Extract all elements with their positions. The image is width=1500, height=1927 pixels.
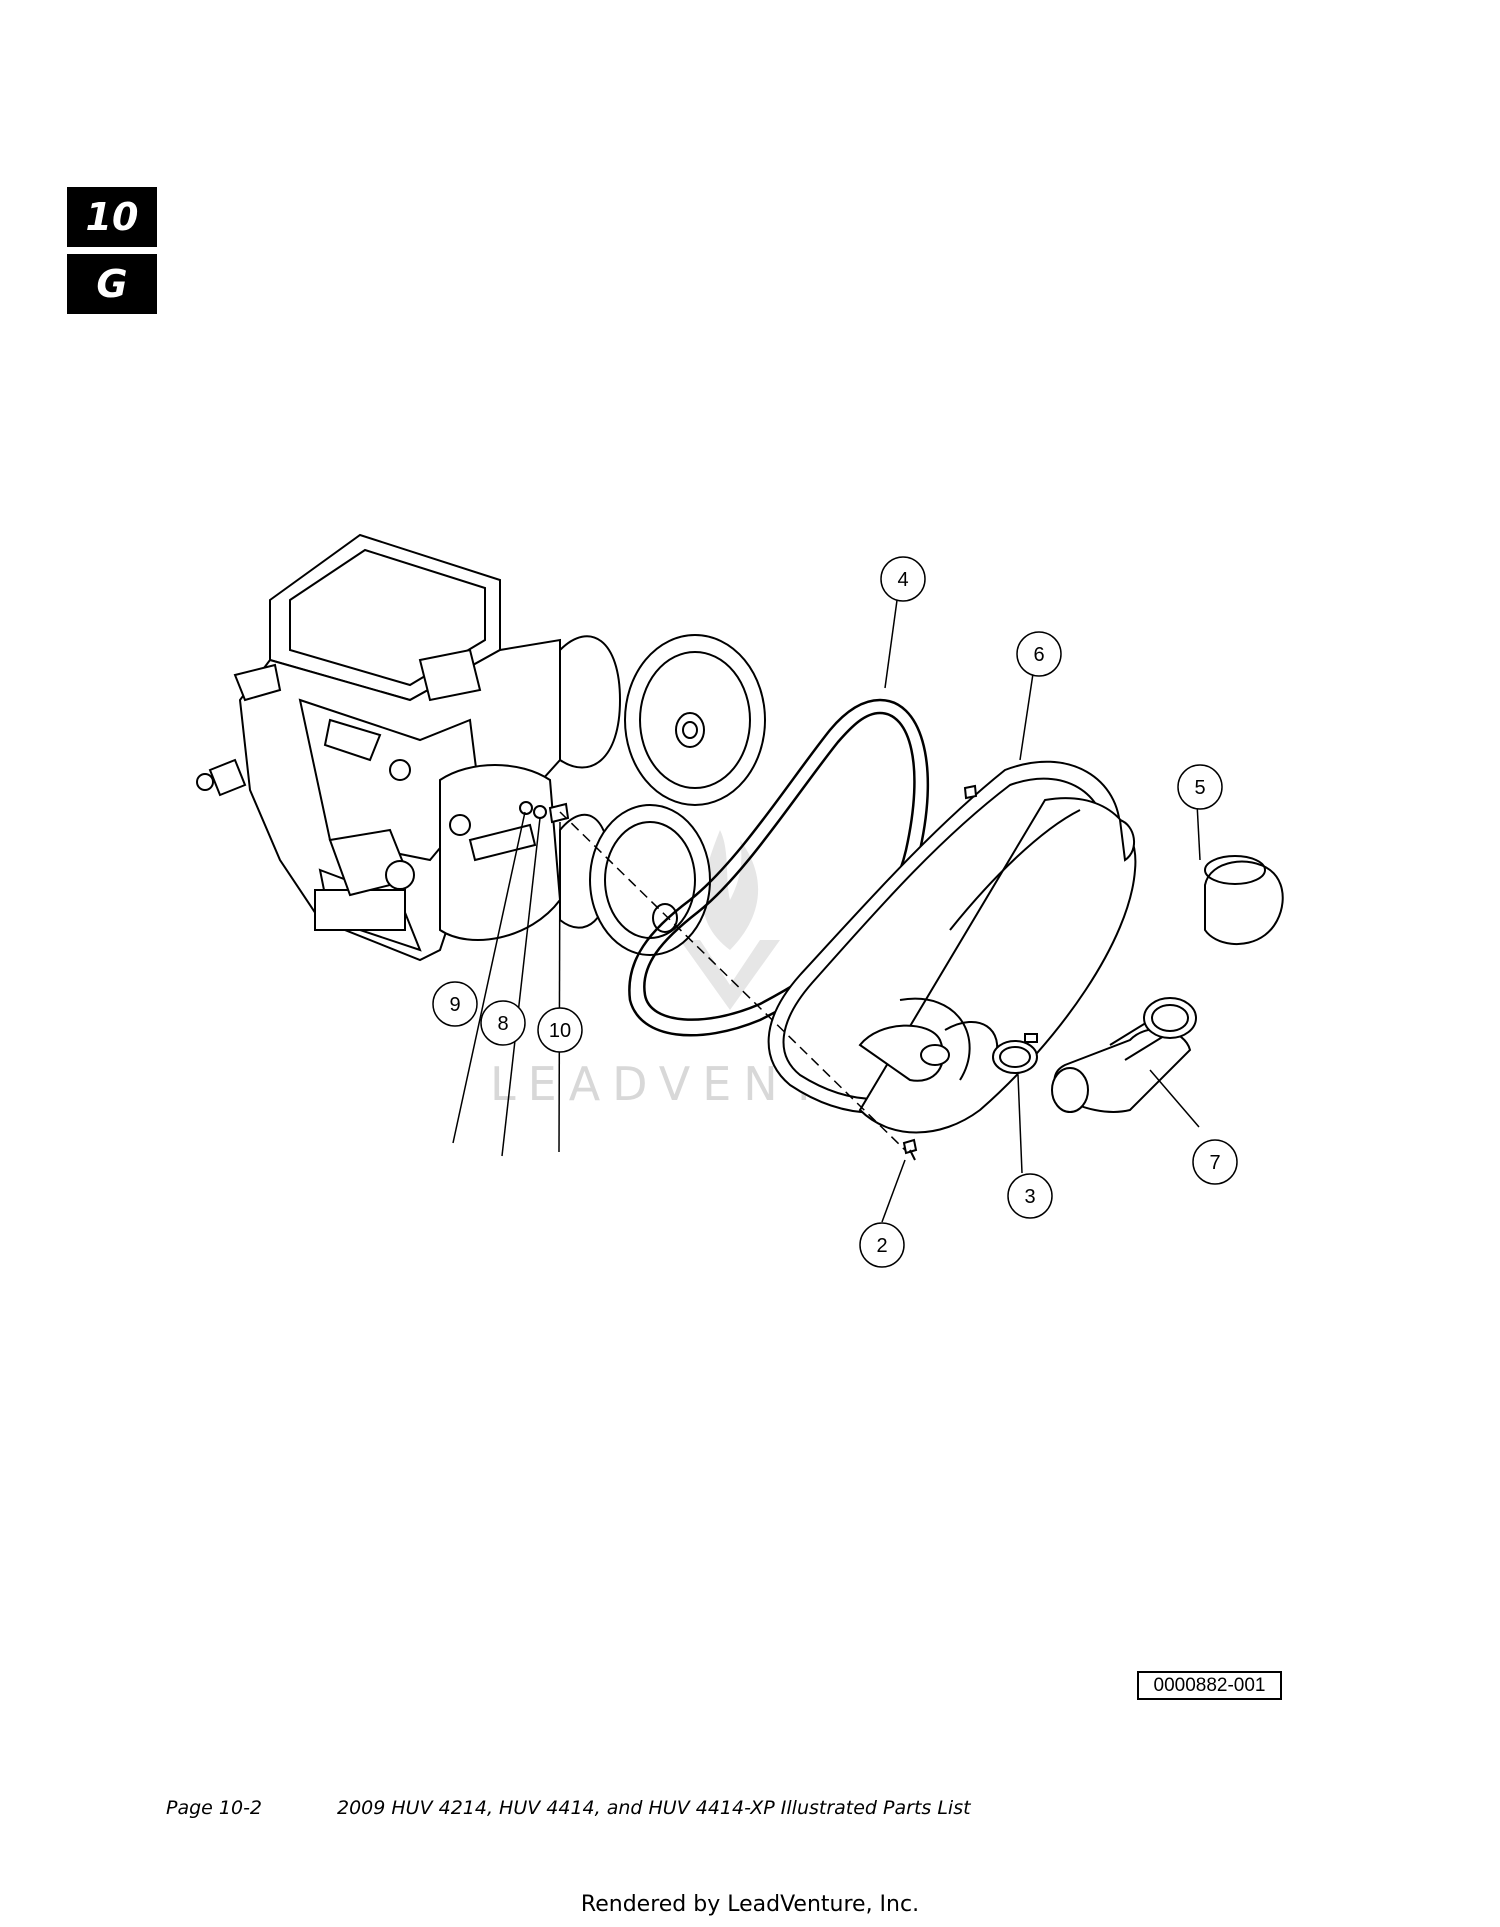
hardware xyxy=(902,784,978,1161)
footer-document-title: 2009 HUV 4214, HUV 4414, and HUV 4414-XP… xyxy=(337,1797,971,1819)
callout-3: 3 xyxy=(1007,1173,1053,1219)
engine-assembly xyxy=(196,533,766,962)
section-tab-letter: G xyxy=(67,254,157,314)
callout-5: 5 xyxy=(1177,764,1223,810)
callout-7: 7 xyxy=(1192,1139,1238,1185)
drawing-number: 0000882-001 xyxy=(1137,1671,1282,1700)
callout-10: 10 xyxy=(537,1007,583,1053)
svg-text:4: 4 xyxy=(897,569,908,591)
intake-duct xyxy=(1051,997,1197,1113)
leader-lines xyxy=(452,592,1201,1223)
hose-clamp xyxy=(992,1033,1038,1074)
render-credit: Rendered by LeadVenture, Inc. xyxy=(580,1892,920,1917)
callout-9: 9 xyxy=(432,981,478,1027)
section-letter: G xyxy=(96,262,128,306)
callout-6: 6 xyxy=(1016,631,1062,677)
svg-text:10: 10 xyxy=(549,1020,571,1042)
svg-text:3: 3 xyxy=(1024,1186,1035,1208)
svg-text:5: 5 xyxy=(1194,777,1205,799)
svg-text:9: 9 xyxy=(449,994,460,1016)
filter-cap xyxy=(1204,855,1284,946)
callout-2: 2 xyxy=(859,1222,905,1268)
section-tab-number: 10 xyxy=(67,187,157,247)
callout-4: 4 xyxy=(880,556,926,602)
callout-8: 8 xyxy=(480,1000,526,1046)
svg-text:8: 8 xyxy=(497,1013,508,1035)
svg-text:7: 7 xyxy=(1209,1152,1220,1174)
section-number: 10 xyxy=(85,195,139,239)
cvt-cover xyxy=(767,760,1137,1134)
svg-text:2: 2 xyxy=(876,1235,887,1257)
watermark-logo-icon xyxy=(680,830,780,1010)
footer-page-number: Page 10-2 xyxy=(166,1797,263,1819)
svg-text:6: 6 xyxy=(1033,644,1044,666)
